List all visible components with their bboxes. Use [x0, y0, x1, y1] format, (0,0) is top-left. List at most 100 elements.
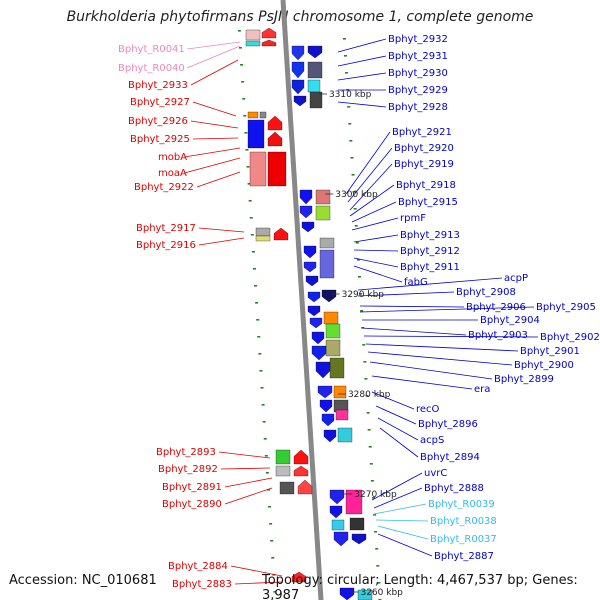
gene-feature-left	[293, 465, 309, 477]
label-leader-right	[337, 72, 387, 81]
tick-mark	[237, 30, 241, 32]
ruler-label: 3260 kbp	[360, 588, 403, 598]
gene-label-right: Bphyt_2903	[468, 330, 528, 341]
tick-mark	[373, 514, 377, 516]
gene-feature-right	[301, 221, 315, 233]
gene-feature-right	[329, 505, 343, 519]
gene-feature-left	[245, 40, 261, 47]
label-leader-right	[379, 427, 419, 458]
gene-feature-right	[325, 339, 341, 357]
label-leader-right	[337, 101, 387, 108]
gene-feature-right	[307, 45, 323, 59]
tick-mark	[255, 302, 259, 304]
gene-feature-left	[267, 151, 287, 187]
tick-mark	[349, 140, 353, 142]
tick-mark	[365, 395, 369, 397]
label-leader-right	[353, 257, 399, 268]
label-leader-right	[377, 533, 433, 557]
gene-label-left: Bphyt_2917	[136, 223, 196, 234]
tick-mark	[264, 455, 268, 457]
gene-feature-right	[309, 91, 323, 109]
gene-feature-right	[303, 261, 317, 273]
gene-feature-left	[247, 111, 259, 119]
gene-label-left: mobA	[158, 152, 187, 163]
label-leader-right	[377, 417, 419, 441]
gene-label-left: Bphyt_2893	[156, 447, 216, 458]
gene-label-right: Bphyt_2900	[514, 360, 574, 371]
tick-mark	[271, 557, 275, 559]
gene-feature-right	[357, 589, 373, 600]
gene-feature-left	[247, 119, 265, 149]
gene-feature-right	[307, 291, 321, 303]
gene-feature-right	[317, 385, 333, 399]
gene-label-right: Bphyt_R0039	[428, 499, 495, 510]
gene-label-left: Bphyt_2925	[130, 134, 190, 145]
label-leader-left	[198, 237, 245, 246]
gene-feature-left	[297, 479, 313, 495]
tick-mark	[265, 472, 269, 474]
gene-label-left: Bphyt_R0040	[118, 63, 185, 74]
label-leader-right	[337, 38, 387, 53]
gene-feature-right	[331, 519, 345, 531]
label-leader-left	[187, 41, 241, 50]
tick-mark	[246, 166, 250, 168]
label-leader-right	[357, 277, 503, 291]
accession-text: Accession: NC_010681	[9, 573, 157, 588]
gene-feature-right	[307, 79, 321, 93]
gene-label-right: Bphyt_2901	[520, 346, 580, 357]
gene-label-left: Bphyt_2927	[130, 97, 190, 108]
tick-mark	[250, 234, 254, 236]
tick-mark	[351, 174, 355, 176]
map-title: Burkholderia phytofirmans PsJN chromosom…	[66, 9, 534, 25]
gene-feature-right	[315, 361, 331, 379]
gene-feature-right	[351, 533, 367, 545]
tick-mark	[369, 463, 373, 465]
tick-mark	[266, 489, 270, 491]
tick-mark	[240, 64, 244, 66]
gene-feature-left	[293, 449, 309, 465]
gene-feature-right	[307, 61, 323, 79]
gene-feature-right	[303, 245, 317, 259]
label-leader-right	[373, 487, 423, 509]
gene-label-left: Bphyt_2916	[136, 240, 196, 251]
tick-mark	[342, 38, 346, 40]
gene-feature-right	[299, 205, 313, 219]
gene-label-right: Bphyt_2908	[456, 287, 516, 298]
label-leader-right	[353, 234, 399, 243]
gene-label-right: acpS	[420, 435, 444, 446]
tick-mark	[368, 446, 372, 448]
tick-mark	[360, 310, 364, 312]
gene-feature-left	[275, 465, 291, 477]
gene-feature-right	[333, 531, 349, 547]
label-leader-right	[337, 55, 387, 67]
tick-mark	[238, 47, 242, 49]
gene-feature-right	[319, 237, 335, 249]
tick-mark	[375, 548, 379, 550]
gene-label-left: Bphyt_2933	[128, 80, 188, 91]
gene-label-left: moaA	[158, 168, 187, 179]
gene-label-left: Bphyt_2891	[162, 482, 222, 493]
tick-mark	[367, 429, 371, 431]
tick-mark	[270, 540, 274, 542]
tick-mark	[261, 404, 265, 406]
label-leader-left	[186, 45, 241, 69]
tick-mark	[356, 259, 360, 261]
ruler-label: 3270 kbp	[354, 490, 397, 500]
label-leader-right	[347, 147, 393, 203]
label-leader-right	[361, 327, 467, 336]
ruler-label: 3310 kbp	[329, 90, 372, 100]
gene-label-right: Bphyt_2915	[398, 197, 458, 208]
label-leader-left	[190, 59, 239, 86]
label-leader-right	[359, 306, 535, 313]
gene-feature-right	[329, 357, 345, 379]
tick-mark	[258, 353, 262, 355]
label-leader-left	[192, 101, 237, 117]
tick-mark	[345, 72, 349, 74]
gene-label-right: Bphyt_2931	[388, 51, 448, 62]
tick-mark	[374, 531, 378, 533]
tick-mark	[357, 276, 361, 278]
tick-mark	[257, 336, 261, 338]
gene-feature-right	[329, 489, 345, 505]
gene-label-right: Bphyt_2906	[466, 302, 526, 313]
